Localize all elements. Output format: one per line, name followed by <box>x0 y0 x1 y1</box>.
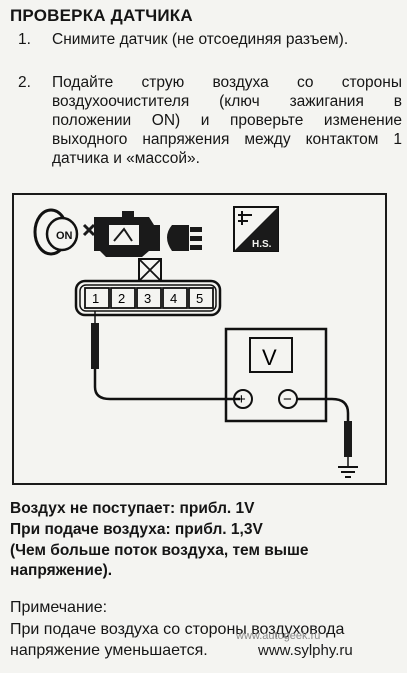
result-no-air: Воздух не поступает: прибл. 1V <box>10 500 255 517</box>
ignition-key-icon: ON <box>33 208 79 256</box>
ground-icon <box>338 466 358 478</box>
step-text: Снимите датчик (не отсоединяя разъем). <box>52 31 349 48</box>
result-explanation: (Чем больше поток воздуха, тем выше напр… <box>10 542 309 579</box>
pin-cell <box>110 287 136 309</box>
pin-label: 5 <box>196 291 203 306</box>
pin-label: 3 <box>144 291 151 306</box>
connector-icon <box>167 225 202 251</box>
voltmeter: V + − <box>224 327 328 423</box>
pin-cell <box>84 287 110 309</box>
pin-cell <box>188 287 214 309</box>
note-text: При подаче воздуха со стороны воздуховод… <box>10 621 345 659</box>
page-title: ПРОВЕРКА ДАТЧИКА <box>10 6 193 25</box>
plus-symbol: + <box>237 391 246 408</box>
hot-start-label: H.S. <box>252 239 272 250</box>
negative-probe <box>297 397 352 467</box>
site-watermark: www.sylphy.ru <box>258 642 353 659</box>
pin-label: 2 <box>118 291 125 306</box>
hot-start-icon: H.S. <box>233 206 279 252</box>
pin-label: 4 <box>170 291 177 306</box>
watermark: www.autogeek.ru <box>236 630 321 642</box>
pin-label: 1 <box>92 291 99 306</box>
ignition-on-label: ON <box>56 230 73 242</box>
diagram-svg: ON H.S. <box>33 206 358 478</box>
connector-pins: 1 2 3 4 5 <box>84 287 214 309</box>
minus-symbol: − <box>283 391 292 408</box>
engine-icon <box>82 211 160 257</box>
result-with-air: При подаче воздуха: прибл. 1,3V <box>10 521 263 538</box>
wiring-diagram: ON H.S. <box>12 193 387 485</box>
step-text: Подайте струю воздуха со стороны воздухо… <box>52 74 402 167</box>
voltmeter-label: V <box>262 345 277 370</box>
note-heading: Примечание: <box>10 599 108 616</box>
step-number: 2. <box>18 74 31 91</box>
pin-cell <box>136 287 162 309</box>
step-number: 1. <box>18 31 31 48</box>
positive-probe <box>91 311 240 401</box>
sensor-connector <box>74 258 222 317</box>
plus-terminal <box>233 389 253 409</box>
pin-cell <box>162 287 188 309</box>
